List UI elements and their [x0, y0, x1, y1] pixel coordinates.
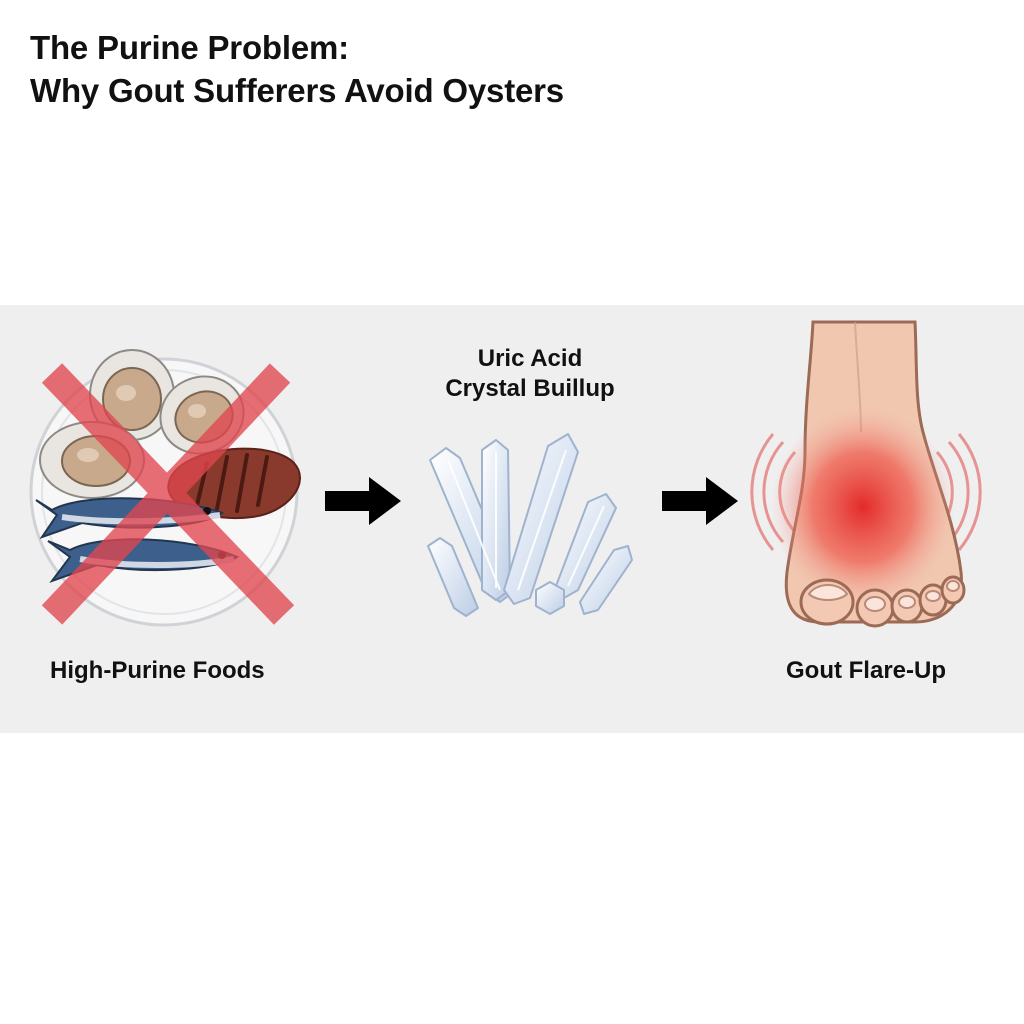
- right-arrow-icon: [325, 477, 401, 525]
- title-line-2: Why Gout Sufferers Avoid Oysters: [30, 72, 564, 109]
- arrow-2: [662, 475, 740, 527]
- step-label-uric-acid: Uric Acid Crystal Buillup: [420, 344, 640, 404]
- step-high-purine-foods: [22, 345, 312, 635]
- step-gout-flare-up: [750, 320, 982, 632]
- title-line-1: The Purine Problem:: [30, 29, 349, 66]
- step-uric-acid-crystals: [418, 430, 638, 620]
- crystals-icon: [427, 433, 633, 617]
- page-title: The Purine Problem: Why Gout Sufferers A…: [30, 26, 564, 112]
- step-label-line-1: Uric Acid: [477, 345, 583, 372]
- step-label-line-2: Crystal Buillup: [445, 375, 615, 402]
- inflamed-foot-icon: [750, 320, 982, 628]
- right-arrow-icon: [662, 477, 738, 525]
- step-label-gout-flare-up: Gout Flare-Up: [786, 657, 946, 684]
- step-label-high-purine-foods: High-Purine Foods: [50, 657, 265, 684]
- arrow-1: [325, 475, 403, 527]
- cross-out-icon: [41, 363, 295, 625]
- crossed-out-food-plate-icon: [29, 349, 301, 627]
